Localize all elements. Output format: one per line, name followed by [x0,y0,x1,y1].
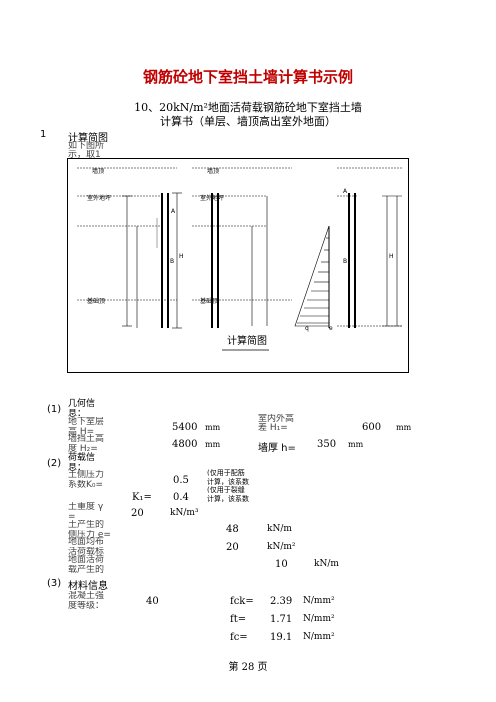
k0-value: 0.5 [173,475,189,486]
page-number: 第 28 页 [228,662,268,673]
middle-label-foundation: 基础顶 [200,297,218,305]
fck-label: fck= [230,596,254,607]
row1-right-label-line1: 室内外高 [258,414,295,423]
left-label-outdoor: 室外地坪 [87,194,111,202]
right-label-b: B [343,258,347,265]
ft-unit: N/mm² [303,614,335,624]
loads-number: (2) [47,458,62,469]
gamma-label-line2: = [68,512,76,518]
h1-value: 600 [362,422,382,433]
k0-label-line2: 系数K₀= [68,480,104,489]
left-label-foundation: 基础顶 [87,297,105,305]
loads-label-line1: 荷载信 [68,453,96,463]
left-label-a: A [171,208,176,215]
qe-label-line1: 地面活荷 [68,555,105,565]
e-unit: kN/m [267,524,292,534]
conc-label-line2: 度等级： [68,601,105,611]
fck-unit: N/mm² [303,596,335,606]
row2-label-line1: 墙挡土高 [68,434,105,444]
left-label-wall-top: 墙顶 [92,167,104,175]
ft-label: ft= [230,614,247,625]
q-label-line1: 地面均布 [68,537,105,547]
fc-value: 19.1 [270,632,293,643]
k0-note-line1: (仅用于配筋 [207,469,245,477]
right-label-a: A [343,188,348,195]
thickness-value: 350 [317,439,337,450]
k1-note-line1: (仅用于裂缝 [207,486,245,494]
h1-unit: mm [396,423,412,432]
qe-value: 10 [275,559,288,570]
pressure-diagram [294,225,330,328]
section1-note-line2: 示，取1 [68,150,101,159]
calculation-diagram: 墙顶 室外地坪 基础顶 A B H 墙顶 室外地坪 基础顶 q e [67,158,409,373]
pressure-label-e: e [329,325,333,332]
conc-label-line1: 混凝土强 [68,591,105,601]
page-title: 钢筋砼地下室挡土墙计算书示例 [142,68,353,86]
e-label-line2: 侧压力 e= [68,530,111,538]
concrete-grade-value: 40 [146,596,159,607]
qe-unit: kN/m [314,559,339,569]
height-value: 5400 [172,422,198,433]
geometry-number: (1) [47,404,62,415]
middle-label-outdoor: 室外地坪 [200,194,224,202]
e-label-line1: 土产生的 [68,520,105,530]
k1-label: K₁= [132,492,152,503]
k1-note-line2: 计算，该系数 [207,495,249,503]
section1-note-line1: 如下图所 [68,141,105,150]
k0-label-line1: 土侧压力 [68,470,105,480]
fc-label: fc= [230,632,248,643]
row1-right-label-line2: 差 H₁= [258,423,288,433]
middle-wall-figure [192,167,292,328]
left-label-h: H [179,253,184,260]
gamma-unit: kN/m³ [170,508,199,518]
thickness-label: 墙厚 h= [258,443,296,454]
subtitle-line1: 10、20kN/m²地面活荷载钢筋砼地下室挡土墙 [134,101,362,114]
middle-label-wall-top: 墙顶 [207,167,219,175]
geometry-label-line1: 几何信 [68,399,96,409]
row1-label-line2: 高 H= [68,427,95,435]
qe-label-line2: 载产生的 [68,565,105,574]
gamma-value: 20 [131,508,144,519]
section1-label: 计算简图 [68,133,108,144]
gamma-label-line1: 土重度 γ [68,502,104,512]
fc-unit: N/mm² [303,632,335,642]
q-unit: kN/m² [267,542,296,552]
section1-number: 1 [40,129,47,140]
geometry-label-line2: 息： [68,409,87,417]
loads-label-line2: 息： [68,463,87,471]
thickness-unit: mm [348,440,364,449]
material-label: 材料信息 [68,581,108,592]
q-label-line2: 活荷载标 [68,547,105,555]
pressure-label-q: q [305,325,309,332]
diagram-caption: 计算简图 [227,334,267,347]
left-label-b: B [170,258,174,265]
left-wall-figure [77,167,182,329]
h2-value: 4800 [172,439,198,450]
right-label-h: H [389,253,394,260]
e-value: 48 [226,524,239,535]
q-value: 20 [226,542,239,553]
row2-label-line2: 度 H₂= [68,444,98,453]
h2-unit: mm [205,440,221,449]
material-number: (3) [47,578,62,589]
right-wall-figure [337,167,402,328]
ft-value: 1.71 [270,614,293,625]
k0-note-line2: 计算，该系数 [207,478,249,486]
row1-label-line1: 地下室层 [68,417,105,427]
k1-value: 0.4 [173,492,189,503]
height-unit: mm [205,423,221,432]
fck-value: 2.39 [270,596,293,607]
subtitle-line2: 计算书（单层、墙顶高出室外地面） [160,115,336,128]
